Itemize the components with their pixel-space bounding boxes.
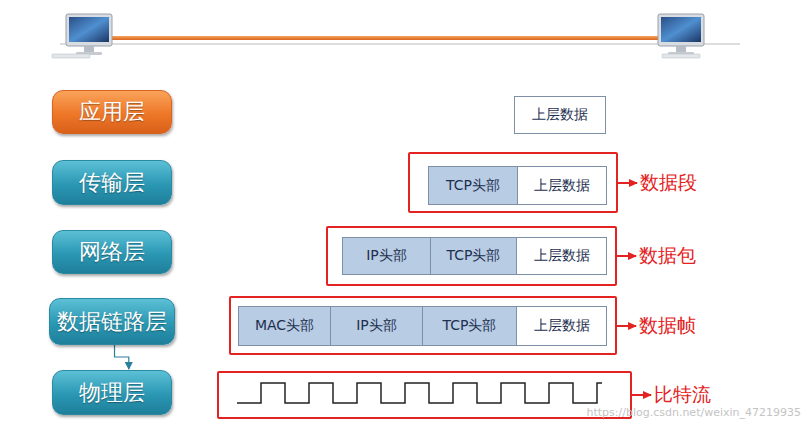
header-cell: TCP头部 (430, 237, 517, 275)
layer-name: 数据链路层 (57, 307, 167, 337)
data-cell: 上层数据 (514, 96, 606, 134)
unit-label: 数据包 (639, 243, 696, 269)
watermark: https://blog.csdn.net/weixin_47219935 (586, 406, 801, 419)
segment-frame: 数据段TCP头部上层数据 (408, 152, 618, 213)
field-name: MAC头部 (255, 317, 314, 335)
computer-icon (658, 14, 704, 58)
leader-arrow (618, 178, 640, 188)
field-name: 上层数据 (532, 106, 588, 124)
packet-frame: 数据包IP头部TCP头部上层数据 (326, 226, 617, 286)
bit-stream-wave (237, 383, 602, 403)
layer-name: 网络层 (79, 237, 145, 267)
field-name: TCP头部 (446, 177, 500, 195)
layer-button: 物理层 (52, 370, 172, 415)
layer-button: 应用层 (52, 90, 172, 134)
leader-line (617, 325, 636, 327)
unit-label: 比特流 (654, 382, 711, 408)
leader-arrow (617, 251, 639, 261)
computer-icon (52, 14, 112, 58)
leader-line (632, 394, 651, 396)
data-cell: 上层数据 (517, 166, 607, 205)
field-name: 上层数据 (534, 177, 590, 195)
field-name: TCP头部 (447, 247, 501, 265)
field-name: 上层数据 (534, 317, 590, 335)
header-cell: IP头部 (330, 306, 423, 346)
header-cell: MAC头部 (238, 306, 331, 346)
bitstream-frame: 比特流 (217, 371, 632, 419)
unit-label: 数据帧 (639, 313, 696, 339)
leader-arrow (632, 390, 654, 400)
data-cell: 上层数据 (516, 237, 607, 275)
unit-label: 数据段 (640, 170, 697, 196)
leader-line (618, 182, 637, 184)
field-name: IP头部 (356, 317, 397, 335)
frame-frame: 数据帧MAC头部IP头部TCP头部上层数据 (229, 296, 617, 355)
field-name: TCP头部 (443, 317, 497, 335)
layer-connector (115, 345, 129, 369)
leader-arrow (617, 321, 639, 331)
layer-button: 网络层 (52, 230, 172, 274)
header-cell: IP头部 (342, 237, 431, 275)
layer-button: 数据链路层 (49, 298, 175, 345)
header-cell: TCP头部 (422, 306, 517, 346)
shadow-line (60, 43, 740, 45)
layer-name: 传输层 (79, 168, 145, 198)
data-cell: 上层数据 (516, 306, 607, 346)
layer-name: 物理层 (79, 378, 145, 408)
header-cell: TCP头部 (428, 166, 518, 205)
leader-line (617, 255, 636, 257)
network-link (100, 36, 670, 40)
layer-name: 应用层 (79, 97, 145, 127)
layer-button: 传输层 (52, 160, 172, 205)
field-name: IP头部 (366, 247, 407, 265)
field-name: 上层数据 (534, 247, 590, 265)
